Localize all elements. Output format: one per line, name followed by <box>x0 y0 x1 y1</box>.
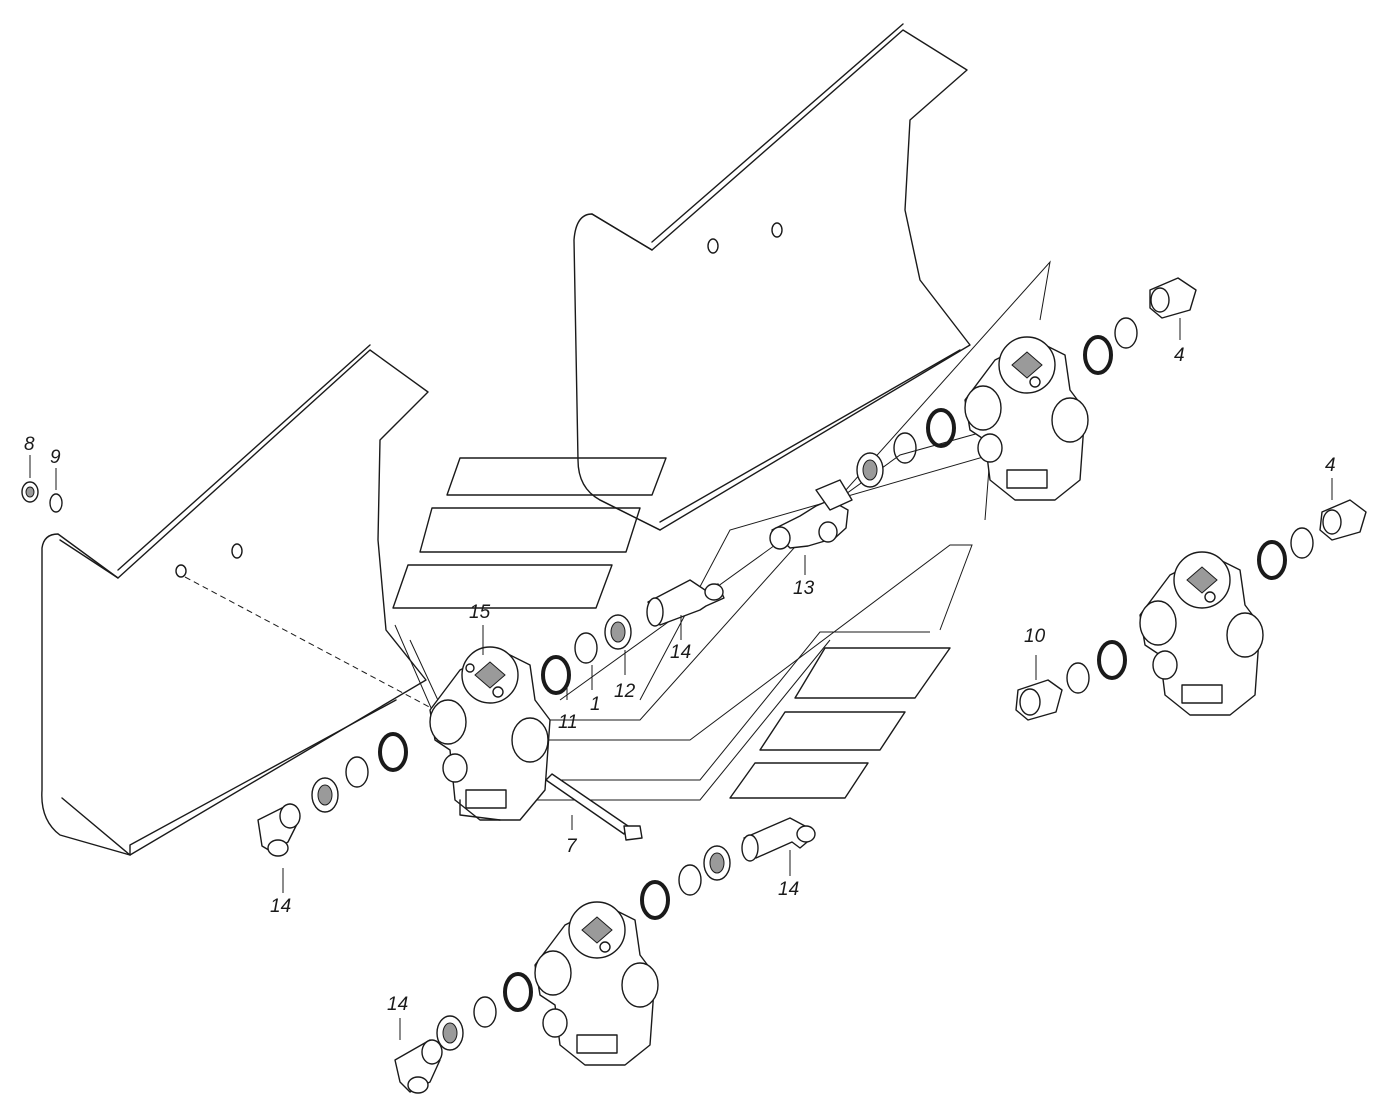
valve-left <box>429 646 551 821</box>
callout-9: 9 <box>50 447 61 468</box>
callout-7: 7 <box>566 836 578 857</box>
valve-top-right <box>964 336 1089 501</box>
right-bracket <box>573 23 971 531</box>
callouts: 8 9 15 11 1 12 14 13 4 4 10 7 14 14 14 <box>24 345 1336 1015</box>
callout-10: 10 <box>1024 626 1046 647</box>
fittings <box>257 277 1367 1094</box>
callout-1: 1 <box>590 694 601 715</box>
valve-mid-right <box>1139 551 1264 716</box>
rings-and-washers <box>21 317 1314 1051</box>
callout-14-left: 14 <box>270 896 291 917</box>
valve-bottom <box>534 901 659 1066</box>
callout-4-top: 4 <box>1174 345 1185 366</box>
callout-14-bottom: 14 <box>387 994 408 1015</box>
left-bracket <box>41 344 429 856</box>
callout-14-lower: 14 <box>778 879 799 900</box>
leader-lines <box>29 318 1333 1040</box>
callout-8: 8 <box>24 434 35 455</box>
callout-13: 13 <box>793 578 815 599</box>
callout-15: 15 <box>469 602 491 623</box>
callout-12: 12 <box>614 681 636 702</box>
callout-4-right: 4 <box>1325 455 1336 476</box>
callout-14-mid: 14 <box>670 642 691 663</box>
callout-11: 11 <box>558 712 578 733</box>
assembly-line <box>184 576 436 711</box>
